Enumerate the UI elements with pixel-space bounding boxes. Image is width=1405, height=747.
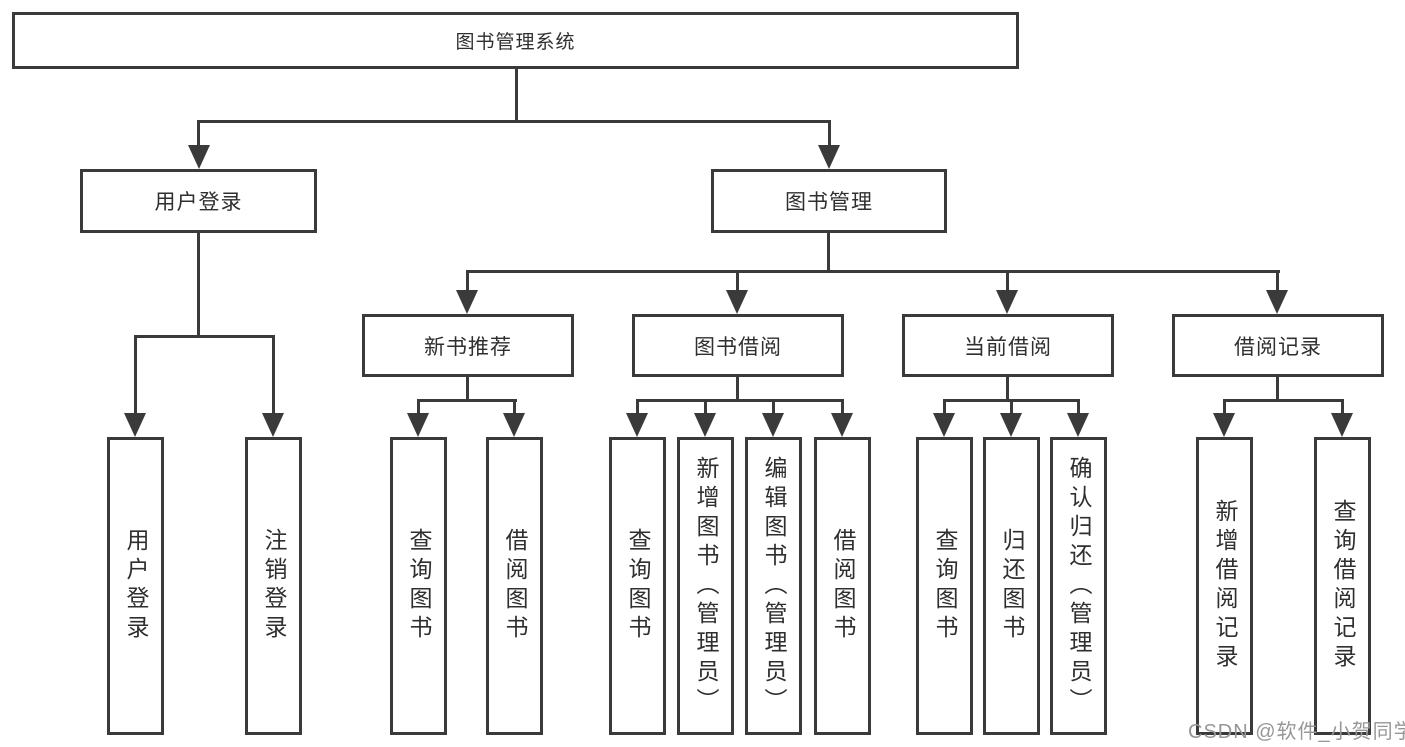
leaf-user-login: 用户登录 bbox=[107, 437, 164, 735]
leaf-borrow-books: 借阅图书 bbox=[814, 437, 871, 735]
connector-line bbox=[134, 335, 137, 420]
node-borrow-records: 借阅记录 bbox=[1172, 314, 1384, 377]
connector-line bbox=[772, 399, 775, 421]
connector-line bbox=[704, 399, 707, 421]
leaf-query-books-recommend: 查询图书 bbox=[390, 437, 447, 735]
connector-line bbox=[1276, 377, 1279, 402]
leaf-confirm-return-admin: 确认归还（管理员） bbox=[1050, 437, 1107, 735]
connector-line bbox=[1006, 377, 1009, 402]
connector-line bbox=[417, 399, 517, 402]
connector-line bbox=[1223, 399, 1226, 421]
connector-line bbox=[134, 335, 275, 338]
node-root: 图书管理系统 bbox=[12, 12, 1019, 69]
leaf-borrow-books-recommend: 借阅图书 bbox=[486, 437, 543, 735]
connector-line bbox=[1010, 399, 1013, 421]
arrow-down-icon bbox=[503, 413, 525, 437]
leaf-add-book-admin: 新增图书（管理员） bbox=[677, 437, 734, 735]
arrow-down-icon bbox=[694, 413, 716, 437]
node-new-book-recommend: 新书推荐 bbox=[362, 314, 574, 377]
connector-line bbox=[513, 399, 516, 421]
leaf-edit-book-admin: 编辑图书（管理员） bbox=[745, 437, 802, 735]
leaf-return-book: 归还图书 bbox=[983, 437, 1040, 735]
arrow-down-icon bbox=[407, 413, 429, 437]
connector-line bbox=[197, 120, 200, 150]
node-current-borrow: 当前借阅 bbox=[902, 314, 1114, 377]
node-book-borrow: 图书借阅 bbox=[632, 314, 844, 377]
connector-line bbox=[198, 120, 831, 123]
connector-line bbox=[636, 399, 639, 421]
leaf-query-borrow-record: 查询借阅记录 bbox=[1314, 437, 1371, 735]
leaf-query-books-borrow: 查询图书 bbox=[609, 437, 666, 735]
connector-line bbox=[1006, 270, 1009, 296]
connector-line bbox=[841, 399, 844, 421]
arrow-down-icon bbox=[762, 413, 784, 437]
connector-line bbox=[636, 399, 844, 402]
arrow-down-icon bbox=[124, 413, 146, 437]
connector-line bbox=[1276, 270, 1279, 296]
connector-line bbox=[515, 69, 518, 123]
connector-line bbox=[943, 399, 946, 421]
connector-line bbox=[736, 377, 739, 402]
watermark: CSDN @软件_小贺同学 bbox=[1188, 721, 1405, 743]
arrow-down-icon bbox=[262, 413, 284, 437]
connector-line bbox=[828, 120, 831, 150]
connector-line bbox=[272, 335, 275, 420]
connector-line bbox=[466, 270, 469, 296]
connector-line bbox=[1223, 399, 1344, 402]
arrow-down-icon bbox=[831, 413, 853, 437]
connector-line bbox=[827, 233, 830, 273]
arrow-down-icon bbox=[996, 290, 1018, 314]
arrow-down-icon bbox=[188, 145, 210, 169]
node-user-login: 用户登录 bbox=[80, 169, 317, 233]
leaf-query-books-current: 查询图书 bbox=[916, 437, 973, 735]
arrow-down-icon bbox=[933, 413, 955, 437]
arrow-down-icon bbox=[818, 145, 840, 169]
arrow-down-icon bbox=[1266, 290, 1288, 314]
arrow-down-icon bbox=[1067, 413, 1089, 437]
node-book-management: 图书管理 bbox=[711, 169, 947, 233]
arrow-down-icon bbox=[1331, 413, 1353, 437]
arrow-down-icon bbox=[1213, 413, 1235, 437]
arrow-down-icon bbox=[626, 413, 648, 437]
connector-line bbox=[417, 399, 420, 421]
arrow-down-icon bbox=[726, 290, 748, 314]
connector-line bbox=[1341, 399, 1344, 421]
connector-line bbox=[736, 270, 739, 296]
connector-line bbox=[467, 270, 1280, 273]
leaf-logout: 注销登录 bbox=[245, 437, 302, 735]
connector-line bbox=[466, 377, 469, 402]
arrow-down-icon bbox=[1000, 413, 1022, 437]
connector-line bbox=[1077, 399, 1080, 421]
connector-line bbox=[197, 233, 200, 338]
arrow-down-icon bbox=[456, 290, 478, 314]
leaf-add-borrow-record: 新增借阅记录 bbox=[1196, 437, 1253, 735]
